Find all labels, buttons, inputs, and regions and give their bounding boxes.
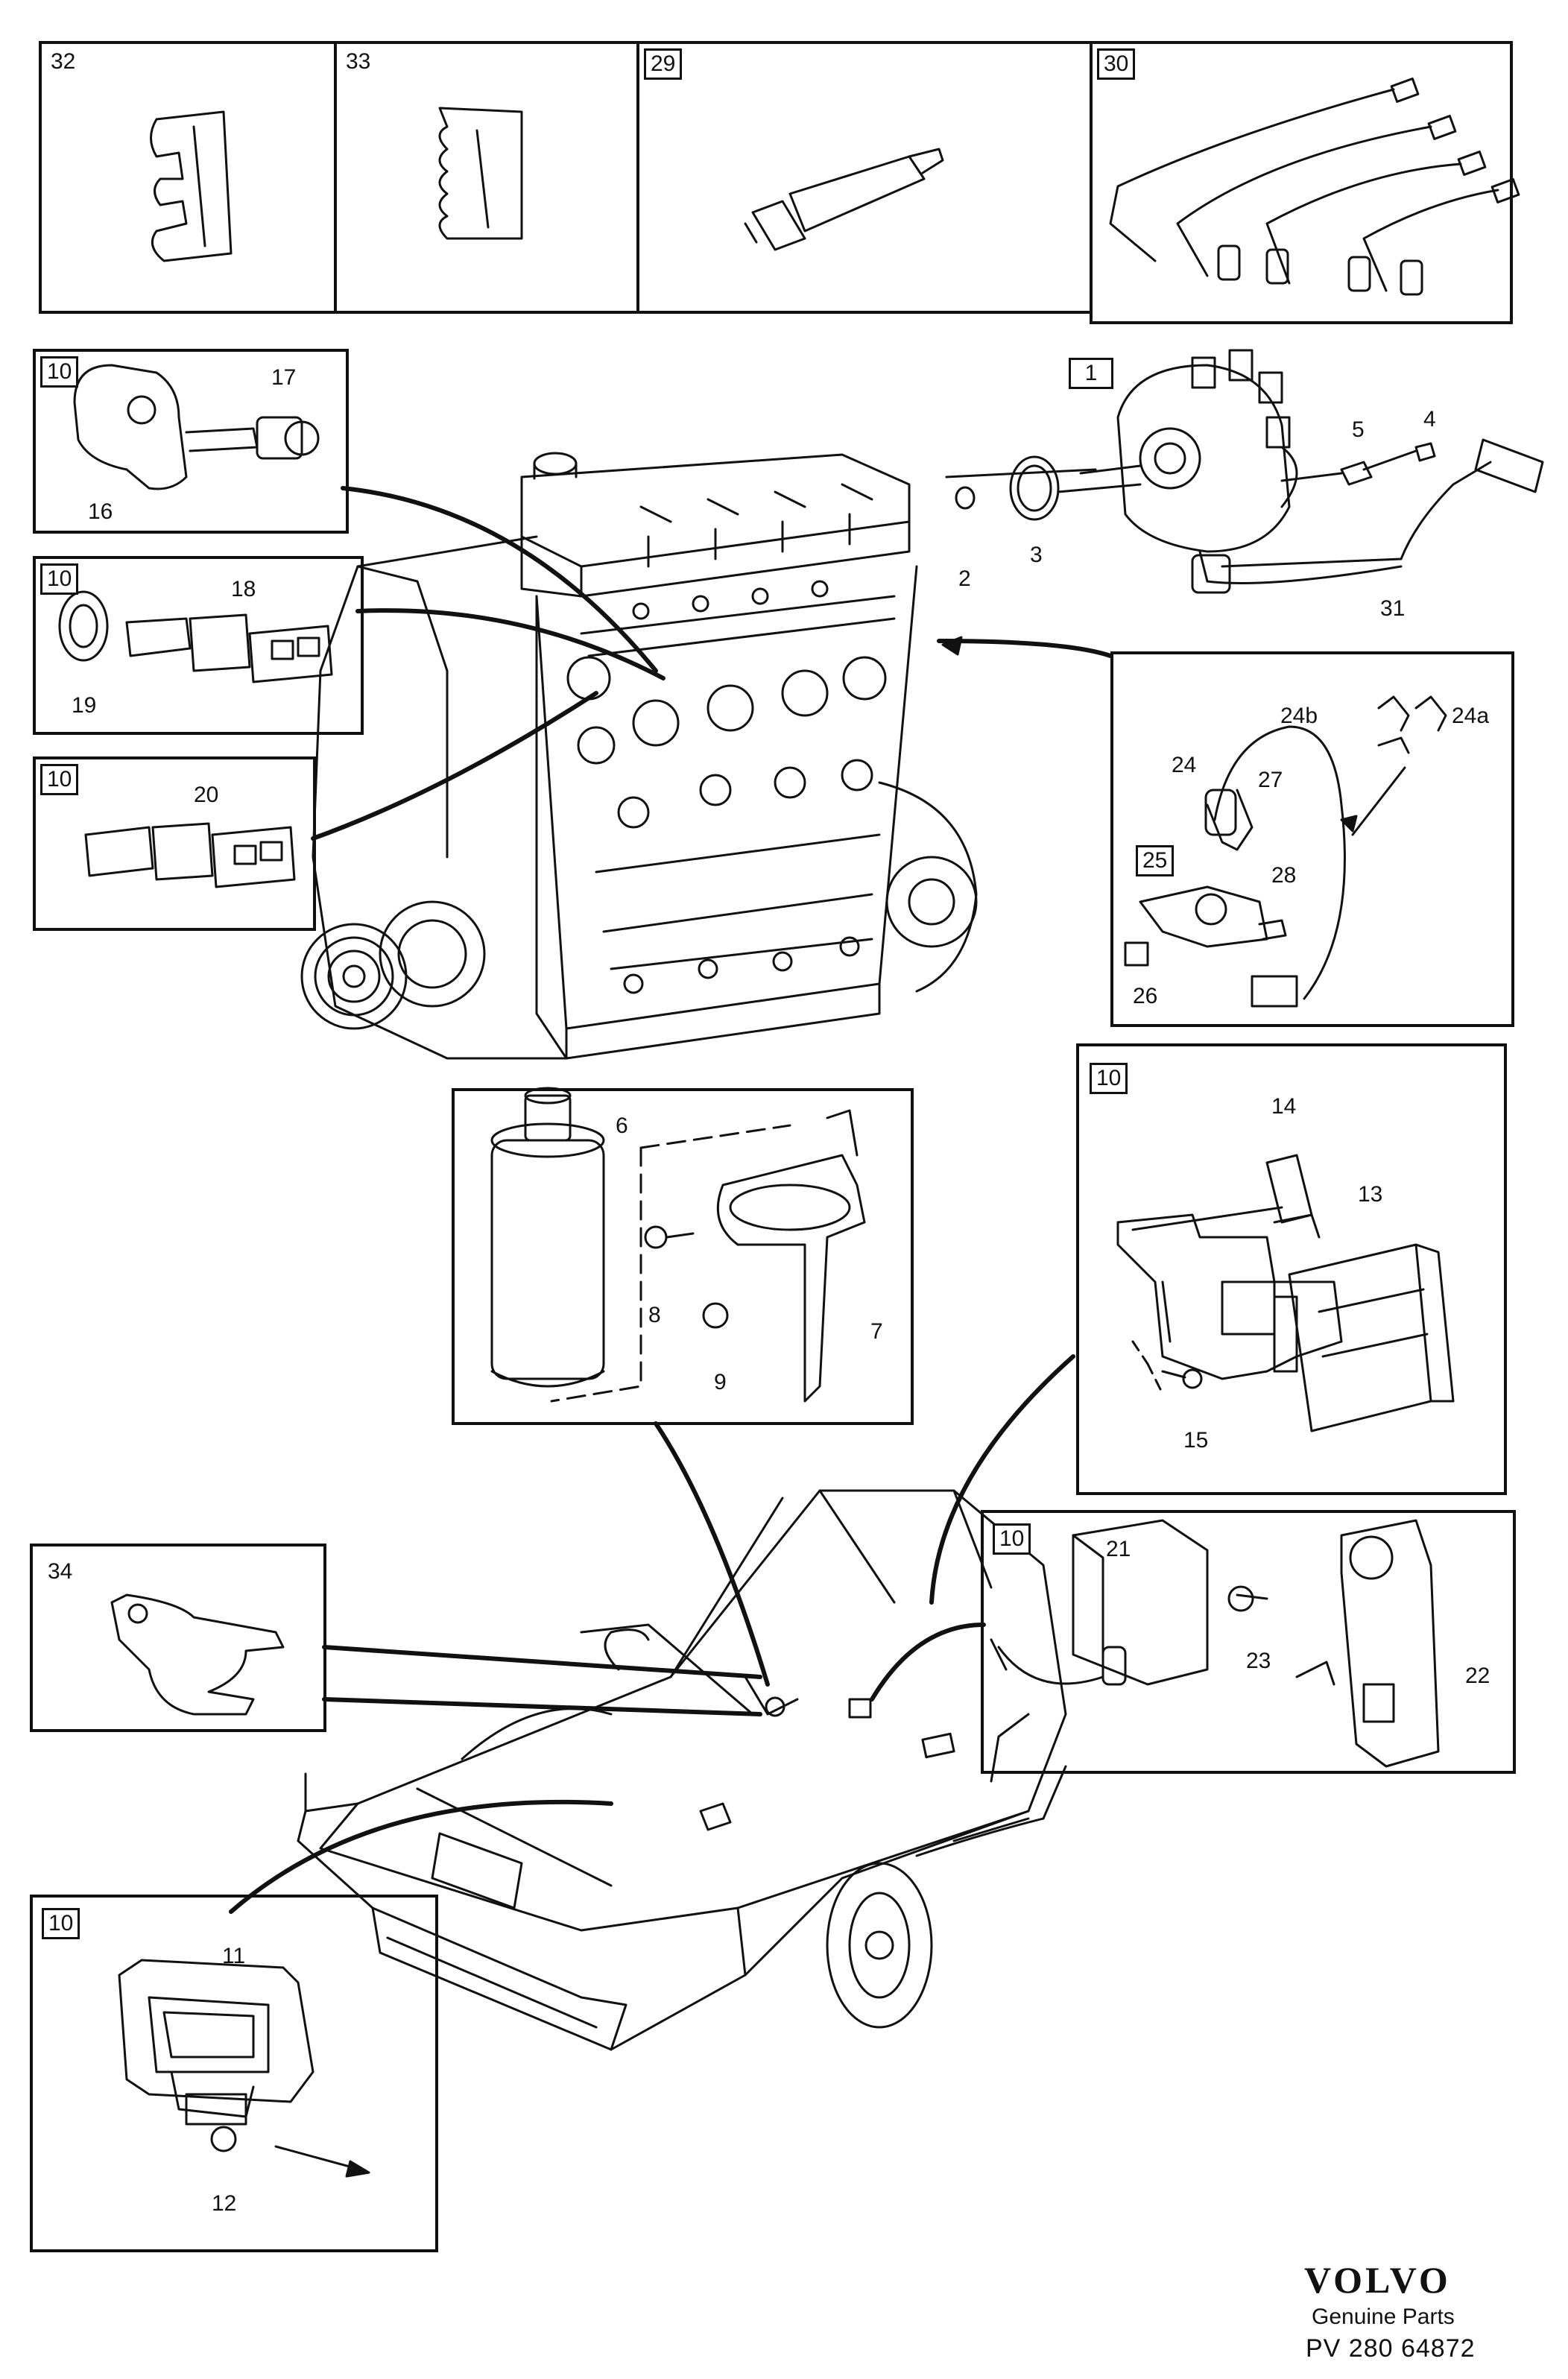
- box-ignition-module: 10: [30, 1895, 438, 2252]
- box-knock-sensor: 10: [33, 349, 349, 534]
- car-body-drawing: [297, 1489, 1067, 2051]
- part-label-17: 17: [271, 365, 297, 390]
- distributor-tag: 1: [1069, 358, 1113, 389]
- part-label-24: 24: [1172, 753, 1197, 777]
- genuine-parts-label: Genuine Parts: [1312, 2304, 1455, 2329]
- part-label-5: 5: [1352, 417, 1365, 442]
- distributor-drawing: [955, 349, 1544, 594]
- clip-32-drawing: [150, 110, 233, 262]
- impulse-sender-tag: 25: [1136, 845, 1175, 876]
- part-label-3: 3: [1030, 543, 1043, 567]
- box-29-tag: 29: [644, 48, 683, 80]
- clip-34-drawing: [110, 1593, 285, 1716]
- ignition-wires-30-drawing: [1109, 78, 1520, 296]
- part-label-15: 15: [1183, 1428, 1209, 1453]
- part-label-24a: 24a: [1452, 704, 1490, 728]
- knock-sensor-drawing: [73, 364, 320, 490]
- temp-sensor-18-drawing: [58, 590, 333, 683]
- box-sensor-assembly: 10: [981, 1510, 1516, 1774]
- ignition-module-drawing: [118, 1959, 370, 2178]
- part-label-7: 7: [870, 1319, 883, 1344]
- part-label-24b: 24b: [1280, 704, 1318, 728]
- box-knock-sensor-tag: 10: [40, 356, 79, 388]
- part-label-16: 16: [88, 499, 113, 524]
- box-temp-sensor-tag: 10: [40, 563, 79, 595]
- leader-lines: [229, 486, 1113, 1914]
- box-temp-sensor: 10: [33, 556, 364, 735]
- part-label-9: 9: [714, 1370, 727, 1394]
- part-label-22: 22: [1465, 1664, 1490, 1688]
- drawing-code: PV 280 64872: [1306, 2334, 1476, 2363]
- part-label-26: 26: [1133, 984, 1158, 1008]
- box-ignition-module-tag: 10: [42, 1908, 80, 1939]
- part-label-19: 19: [72, 693, 97, 718]
- part-label-2: 2: [958, 566, 971, 591]
- box-32-tag: 32: [51, 49, 76, 74]
- part-label-27: 27: [1258, 768, 1283, 792]
- part-label-31: 31: [1380, 596, 1406, 621]
- sensor-assembly-drawing: [990, 1519, 1440, 1768]
- part-label-28: 28: [1271, 863, 1297, 888]
- box-clip-34-tag: 34: [48, 1559, 73, 1584]
- box-30-tag: 30: [1097, 48, 1136, 80]
- leader-lines-thin: [941, 449, 1417, 656]
- impulse-sender-drawing: [1124, 695, 1447, 1008]
- box-ignition-coil: [452, 1088, 914, 1425]
- box-impulse-sender: [1110, 651, 1514, 1027]
- box-control-unit-tag: 10: [1090, 1063, 1128, 1094]
- part-label-23: 23: [1246, 1649, 1271, 1673]
- box-control-unit: 10: [1076, 1043, 1507, 1495]
- box-temp-sensor-2: 10: [33, 756, 316, 931]
- control-unit-drawing: [1116, 1154, 1455, 1432]
- box-32: 32: [39, 41, 337, 314]
- box-clip-34: 34: [30, 1544, 326, 1732]
- box-sensor-assembly-tag: 10: [993, 1523, 1031, 1555]
- engine-block-drawing: [300, 452, 978, 1060]
- temp-sensor-20-drawing: [84, 822, 296, 888]
- box-33: 33: [334, 41, 639, 314]
- part-label-8: 8: [648, 1303, 661, 1327]
- volvo-logo: VOLVO: [1304, 2259, 1451, 2301]
- part-label-4: 4: [1423, 407, 1436, 432]
- part-label-14: 14: [1271, 1094, 1297, 1119]
- part-label-12: 12: [212, 2191, 237, 2216]
- part-label-18: 18: [231, 577, 256, 601]
- box-29: 29: [636, 41, 1093, 314]
- spark-plug-29-drawing: [744, 148, 944, 251]
- clip-33-drawing: [438, 107, 523, 240]
- part-label-20: 20: [194, 783, 219, 807]
- box-33-tag: 33: [346, 49, 371, 74]
- part-label-6: 6: [616, 1113, 628, 1138]
- part-label-21: 21: [1106, 1537, 1131, 1561]
- box-30: 30: [1090, 41, 1513, 324]
- part-label-11: 11: [222, 1944, 246, 1968]
- part-label-13: 13: [1358, 1182, 1383, 1207]
- box-temp-sensor-2-tag: 10: [40, 764, 79, 795]
